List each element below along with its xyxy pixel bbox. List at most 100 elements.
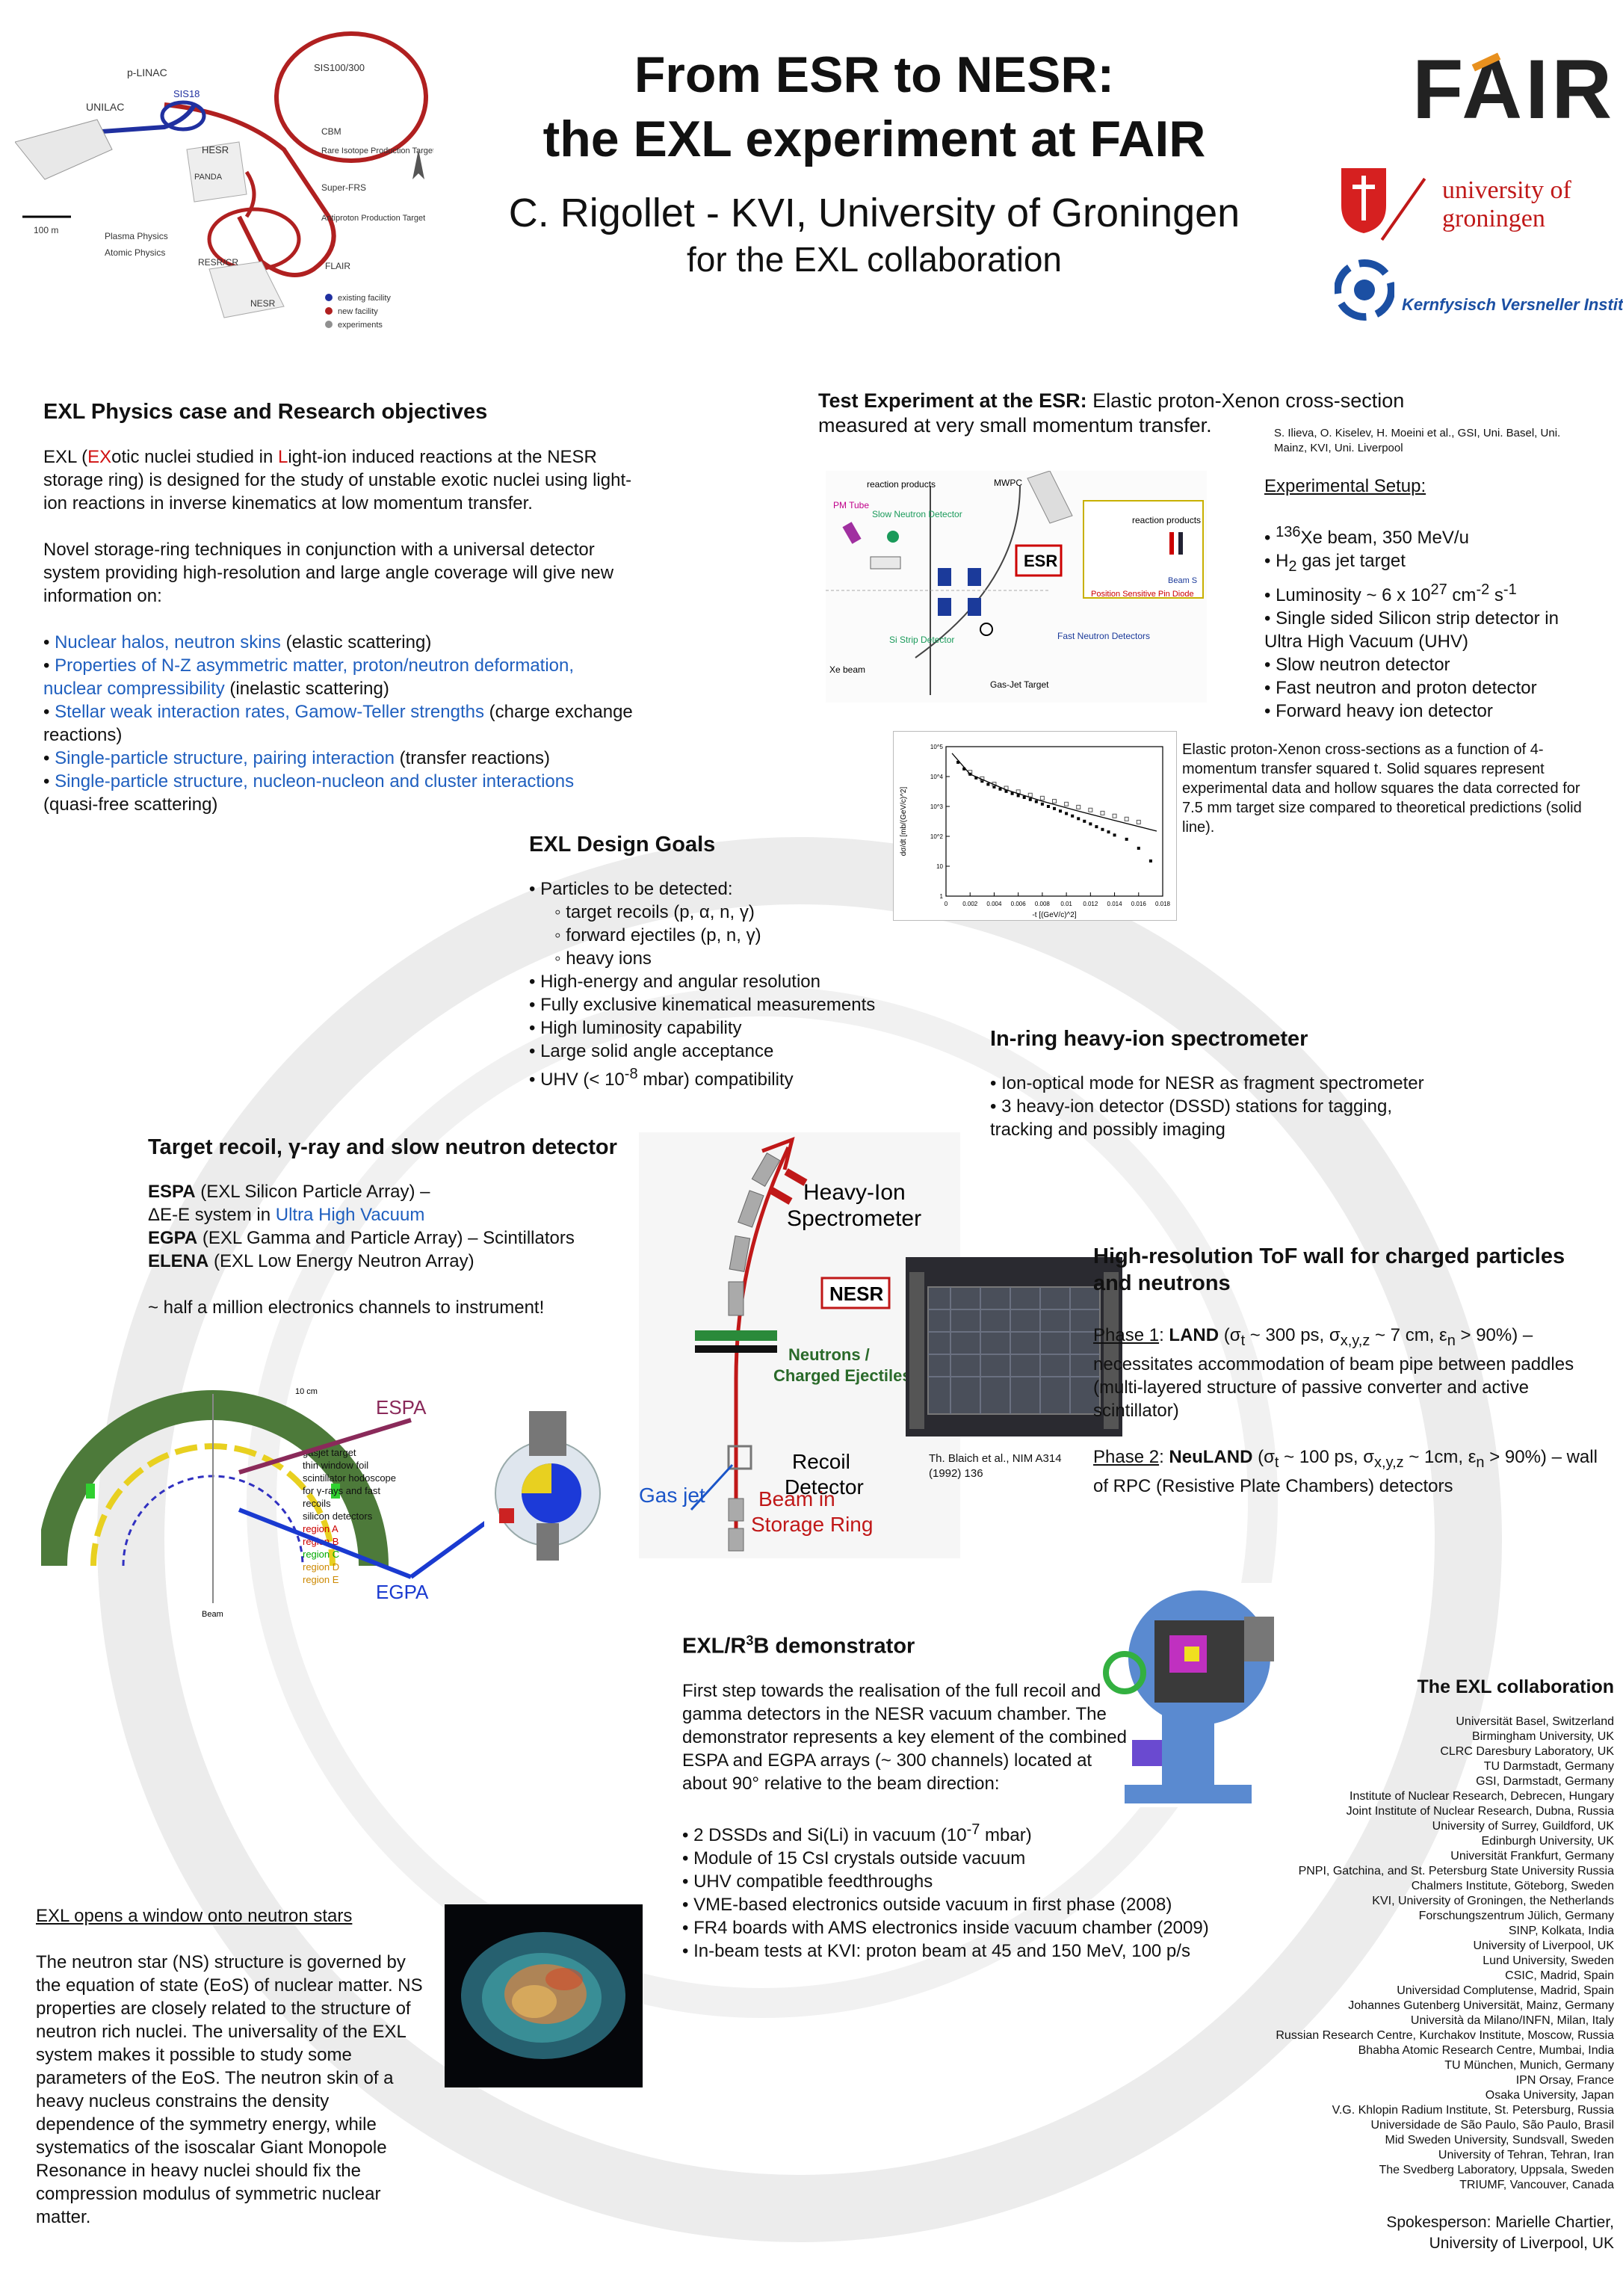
collab-member: Johannes Gutenberg Universität, Mainz, G…: [1348, 1999, 1614, 2012]
data-point-solid: [998, 787, 1002, 791]
data-point-solid: [974, 776, 978, 780]
data-point-solid: [1107, 830, 1110, 834]
diag-pin-diode: Position Sensitive Pin Diode: [1091, 590, 1194, 599]
y-tick-label: 1: [940, 893, 944, 900]
heavy-ion-spectrometer-figure: Heavy-Ion Spectrometer NESR Neutrons / C…: [639, 1132, 960, 1558]
setup-item: • Slow neutron detector: [1264, 654, 1450, 675]
data-point-solid: [1083, 819, 1086, 823]
plot-frame: [945, 746, 1163, 897]
collab-member: Universität Basel, Switzerland: [1456, 1715, 1614, 1728]
demo-item: • In-beam tests at KVI: proton beam at 4…: [682, 1940, 1190, 1961]
x-tick-label: 0: [945, 901, 948, 907]
data-point-solid: [1125, 837, 1128, 841]
data-point-solid: [1010, 791, 1014, 795]
spokesperson-2: University of Liverpool, UK: [1429, 2235, 1614, 2252]
spectrometer-item: • Ion-optical mode for NESR as fragment …: [990, 1073, 1424, 1093]
collab-member: Edinburgh University, UK: [1481, 1835, 1614, 1848]
half-million: ~ half a million electronics channels to…: [148, 1297, 545, 1318]
data-point-solid: [1077, 817, 1081, 821]
data-point-solid: [980, 780, 984, 783]
demo-item: • FR4 boards with AMS electronics inside…: [682, 1917, 1209, 1938]
crab-nebula-image: [445, 1904, 643, 2087]
rug-line-1: university of: [1442, 176, 1571, 204]
rug-crest-icon: [1341, 168, 1386, 233]
design-sub-1: ◦ target recoils (p, α, n, γ): [554, 902, 755, 922]
land-ref: Th. Blaich et al., NIM A314 (1992) 136: [929, 1452, 1062, 1480]
setup-item: • 136Xe beam, 350 MeV/u: [1264, 524, 1469, 548]
collab-member: Universität Frankfurt, Germany: [1450, 1850, 1614, 1863]
diag-slow-neutron: Slow Neutron Detector: [872, 509, 962, 519]
map-label-rare: Rare Isotope Production Target: [321, 146, 433, 155]
demo-item: • Module of 15 CsI crystals outside vacu…: [682, 1848, 1026, 1868]
demo-list: • 2 DSSDs and Si(Li) in vacuum (10-7 mba…: [682, 1818, 1265, 1963]
data-point-solid: [1028, 797, 1032, 801]
data-point-solid: [986, 783, 990, 786]
data-point-solid: [1016, 794, 1020, 797]
demo-item: • VME-based electronics outside vacuum i…: [682, 1894, 1172, 1915]
design-section: EXL Design Goals • Particles to be detec…: [529, 833, 947, 1091]
center-heavy-ion-1: Heavy-Ion: [803, 1180, 906, 1205]
y-tick-label: 10^3: [930, 803, 944, 810]
center-nesr: NESR: [829, 1283, 883, 1305]
data-point-hollow: [1088, 807, 1093, 812]
data-point-solid: [1071, 814, 1075, 818]
diag-mwpc: MWPC: [994, 478, 1022, 488]
setup-title: Experimental Setup: [1264, 476, 1421, 496]
data-point-solid: [1101, 827, 1104, 831]
kvi-logo-icon: [1335, 259, 1394, 321]
map-legend-existing: existing facility: [338, 294, 391, 303]
fair-facility-map: p-LINAC UNILAC SIS18 SIS100/300 HESR CBM…: [15, 22, 433, 336]
collaboration-line: for the EXL collaboration: [686, 240, 1063, 279]
demo-item: • UHV compatible feedthroughs: [682, 1871, 933, 1892]
collab-member: Chalmers Institute, Göteborg, Sweden: [1411, 1880, 1614, 1892]
map-label-flair: FLAIR: [325, 261, 350, 271]
collab-member: University of Surrey, Guildford, UK: [1432, 1820, 1614, 1833]
data-point-hollow: [1052, 798, 1057, 803]
y-tick-label: 10^4: [930, 774, 944, 780]
x-tick-label: 0.002: [962, 901, 978, 907]
spectrometer-section: In-ring heavy-ion spectrometer • Ion-opt…: [990, 1028, 1438, 1141]
design-sub-2: ◦ forward ejectiles (p, n, γ): [554, 925, 761, 945]
data-point-solid: [1113, 833, 1116, 837]
title-block: From ESR to NESR: the EXL experiment at …: [418, 45, 1330, 280]
center-recoil-1: Recoil: [792, 1450, 850, 1473]
egpa-label: EGPA: [376, 1581, 429, 1603]
tof-heading: High-resolution ToF wall for charged par…: [1093, 1244, 1565, 1295]
collab-member: PNPI, Gatchina, and St. Petersburg State…: [1298, 1865, 1614, 1877]
map-label-superfrs: Super-FRS: [321, 182, 366, 193]
collab-member: GSI, Darmstadt, Germany: [1476, 1775, 1614, 1788]
collab-member: Universidade de São Paulo, São Paulo, Br…: [1370, 2119, 1614, 2132]
collab-member: Osaka University, Japan: [1485, 2089, 1614, 2102]
x-tick-label: 0.018: [1155, 901, 1171, 907]
data-point-hollow: [1039, 795, 1045, 800]
espa-egpa-figure: 10 cm Beam: [41, 1387, 389, 1618]
diag-pm-tube: PM Tube: [833, 500, 869, 510]
collab-member: V.G. Khlopin Radium Institute, St. Peter…: [1332, 2104, 1614, 2117]
map-label-sis18: SIS18: [173, 88, 200, 99]
center-heavy-ion-2: Spectrometer: [787, 1206, 921, 1231]
espa-label: ESPA: [376, 1396, 427, 1419]
espa-legend: gasjet target thin window foil scintilla…: [303, 1447, 397, 1585]
data-point-hollow: [1124, 816, 1129, 821]
collab-member: Lund University, Sweden: [1483, 1954, 1614, 1967]
map-legend-new: new facility: [338, 307, 378, 316]
physics-list: • Nuclear halos, neutron skins (elastic …: [43, 631, 634, 816]
egpa-name: EGPA: [148, 1228, 198, 1248]
data-point-hollow: [1076, 804, 1081, 809]
center-recoil-2: Detector: [785, 1475, 864, 1499]
data-point-hollow: [1112, 813, 1117, 818]
map-label-plasma: Plasma Physics: [105, 231, 168, 241]
data-point-solid: [1040, 802, 1044, 806]
center-beam-1: Beam in: [758, 1487, 835, 1510]
collab-member: TU München, Munich, Germany: [1444, 2059, 1614, 2072]
map-label-atomic: Atomic Physics: [105, 247, 165, 258]
collab-member: Bhabha Atomic Research Centre, Mumbai, I…: [1358, 2044, 1614, 2057]
design-l1: • Particles to be detected:: [529, 879, 733, 899]
center-neutrons-1: Neutrons /: [788, 1345, 870, 1364]
map-label-antiproton: Antiproton Production Target: [321, 214, 425, 223]
ns-heading: EXL opens a window onto neutron stars: [36, 1906, 353, 1926]
y-tick-label: 10^5: [930, 744, 944, 750]
design-item: • Large solid angle acceptance: [529, 1041, 774, 1061]
